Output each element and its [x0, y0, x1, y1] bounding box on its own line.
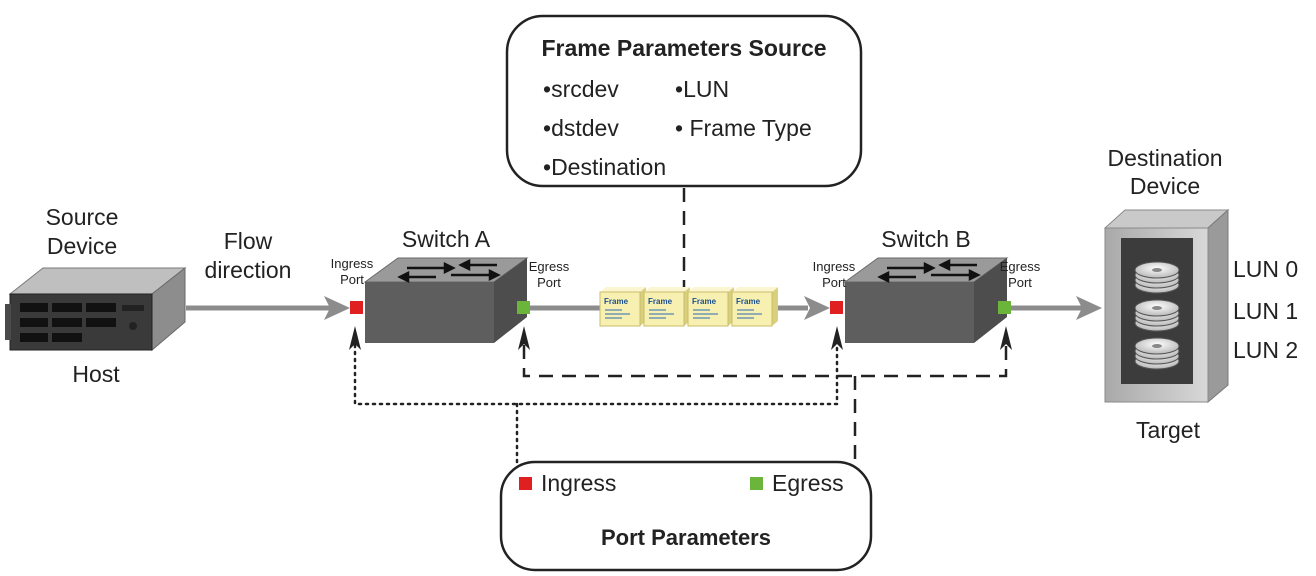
frame-packet: Frame [687, 287, 734, 327]
bullet-lun: •LUN [675, 76, 729, 102]
frame-packet: Frame [599, 287, 646, 327]
port-parameters-box: Ingress Egress Port Parameters [499, 460, 873, 572]
frame-packet-label: Frame [736, 297, 761, 306]
source-label-line1: Source [46, 204, 119, 230]
host-caption: Host [72, 361, 120, 387]
ingress-connector [353, 343, 839, 464]
ingress-legend-swatch [519, 477, 532, 490]
frame-packet: Frame [643, 287, 690, 327]
host-device [5, 266, 187, 352]
switch-a-ingress-label-line1: Ingress [331, 256, 374, 271]
host-bay-icon [20, 303, 48, 312]
flow-arrow-host-to-switch-a [186, 296, 350, 320]
switch-a [363, 257, 529, 343]
egress-legend-swatch [750, 477, 763, 490]
switch-b-ingress-label-line2: Port [822, 275, 846, 290]
destination-storage [1103, 208, 1230, 404]
lun-0-disk-icon [1134, 261, 1180, 294]
switch-b-egress-label-line1: Egress [1000, 259, 1041, 274]
egress-connector [522, 345, 1008, 462]
egress-legend-label: Egress [772, 470, 844, 496]
bullet-destination: •Destination [543, 154, 666, 180]
switch-b-arrows-icon [877, 258, 981, 284]
bullet-frame-type: • Frame Type [675, 115, 812, 141]
switch-b-ingress-label-line1: Ingress [813, 259, 856, 274]
ingress-arrowheads [349, 326, 843, 350]
switch-b [843, 257, 1009, 343]
flow-arrow-switch-b-to-destination [1011, 296, 1102, 320]
switch-a-ingress-port [350, 301, 363, 314]
lun-1-disk-icon [1134, 299, 1180, 332]
switch-a-egress-label-line1: Egress [529, 259, 570, 274]
lun-1-label: LUN 1 [1233, 298, 1298, 324]
switch-b-egress-label-line2: Port [1008, 275, 1032, 290]
switch-a-title: Switch A [402, 226, 491, 252]
frame-packet-label: Frame [692, 297, 717, 306]
destination-label-line2: Device [1130, 173, 1200, 199]
switch-a-egress-port [517, 301, 530, 314]
lun-2-disk-icon [1134, 337, 1180, 370]
lun-2-label: LUN 2 [1233, 337, 1298, 363]
flow-label-line1: Flow [224, 228, 273, 254]
switch-b-ingress-port [830, 301, 843, 314]
lun-disks [1134, 261, 1180, 370]
switch-a-egress-label-line2: Port [537, 275, 561, 290]
frame-packet-label: Frame [604, 297, 629, 306]
lun-0-label: LUN 0 [1233, 256, 1298, 282]
frame-parameters-box: Frame Parameters Source •srcdev •LUN •ds… [505, 14, 863, 188]
switch-a-arrows-icon [397, 258, 501, 284]
egress-arrowheads [518, 326, 1012, 350]
target-caption: Target [1136, 417, 1201, 443]
flow-label-line2: direction [205, 257, 292, 283]
port-parameters-title: Port Parameters [601, 525, 771, 550]
switch-b-egress-port [998, 301, 1011, 314]
source-label-line2: Device [47, 233, 117, 259]
destination-label-line1: Destination [1107, 145, 1222, 171]
bullet-dstdev: •dstdev [543, 115, 619, 141]
switch-a-ingress-label-line2: Port [340, 272, 364, 287]
frame-packet: Frame [731, 287, 778, 327]
ingress-legend-label: Ingress [541, 470, 616, 496]
frame-packet-label: Frame [648, 297, 673, 306]
frames-group: Frame Frame Frame Frame [599, 287, 778, 327]
switch-b-title: Switch B [881, 226, 970, 252]
bullet-srcdev: •srcdev [543, 76, 619, 102]
frame-parameters-title: Frame Parameters Source [541, 35, 826, 61]
